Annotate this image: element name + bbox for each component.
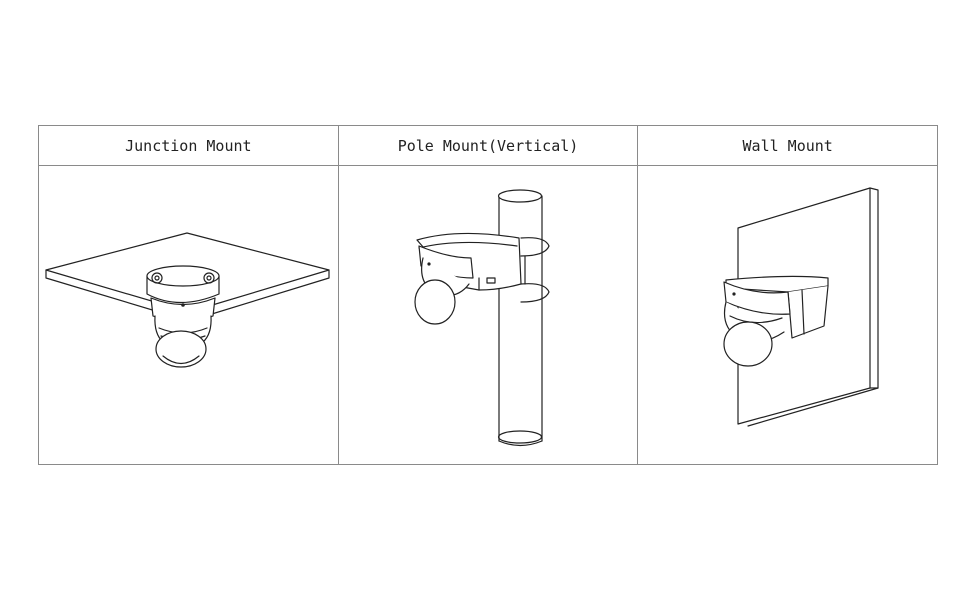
pole-mount-drawing xyxy=(414,189,550,447)
mount-options-table: Junction Mount xyxy=(38,125,938,465)
pole-mount-illustration xyxy=(339,166,638,464)
pole-mount-title: Pole Mount(Vertical) xyxy=(338,126,638,166)
wall-mount-title: Wall Mount xyxy=(638,126,938,166)
wall-mount-drawing xyxy=(723,187,879,427)
junction-mount-illustration xyxy=(39,166,338,464)
wall-bracket xyxy=(725,275,829,339)
wall-mount-cell: Wall Mount xyxy=(638,126,938,464)
pole-clamps xyxy=(520,237,550,303)
wall-camera xyxy=(723,281,791,367)
pole-camera xyxy=(414,245,474,325)
junction-mount-title: Junction Mount xyxy=(39,126,338,166)
junction-mount-cell: Junction Mount xyxy=(39,126,339,464)
camera-dome xyxy=(150,297,216,368)
junction-box xyxy=(146,265,220,303)
pole-mount-cell: Pole Mount(Vertical) xyxy=(338,126,639,464)
wall-mount-illustration xyxy=(638,166,937,464)
pole xyxy=(497,189,543,447)
junction-mount-drawing xyxy=(45,232,330,368)
